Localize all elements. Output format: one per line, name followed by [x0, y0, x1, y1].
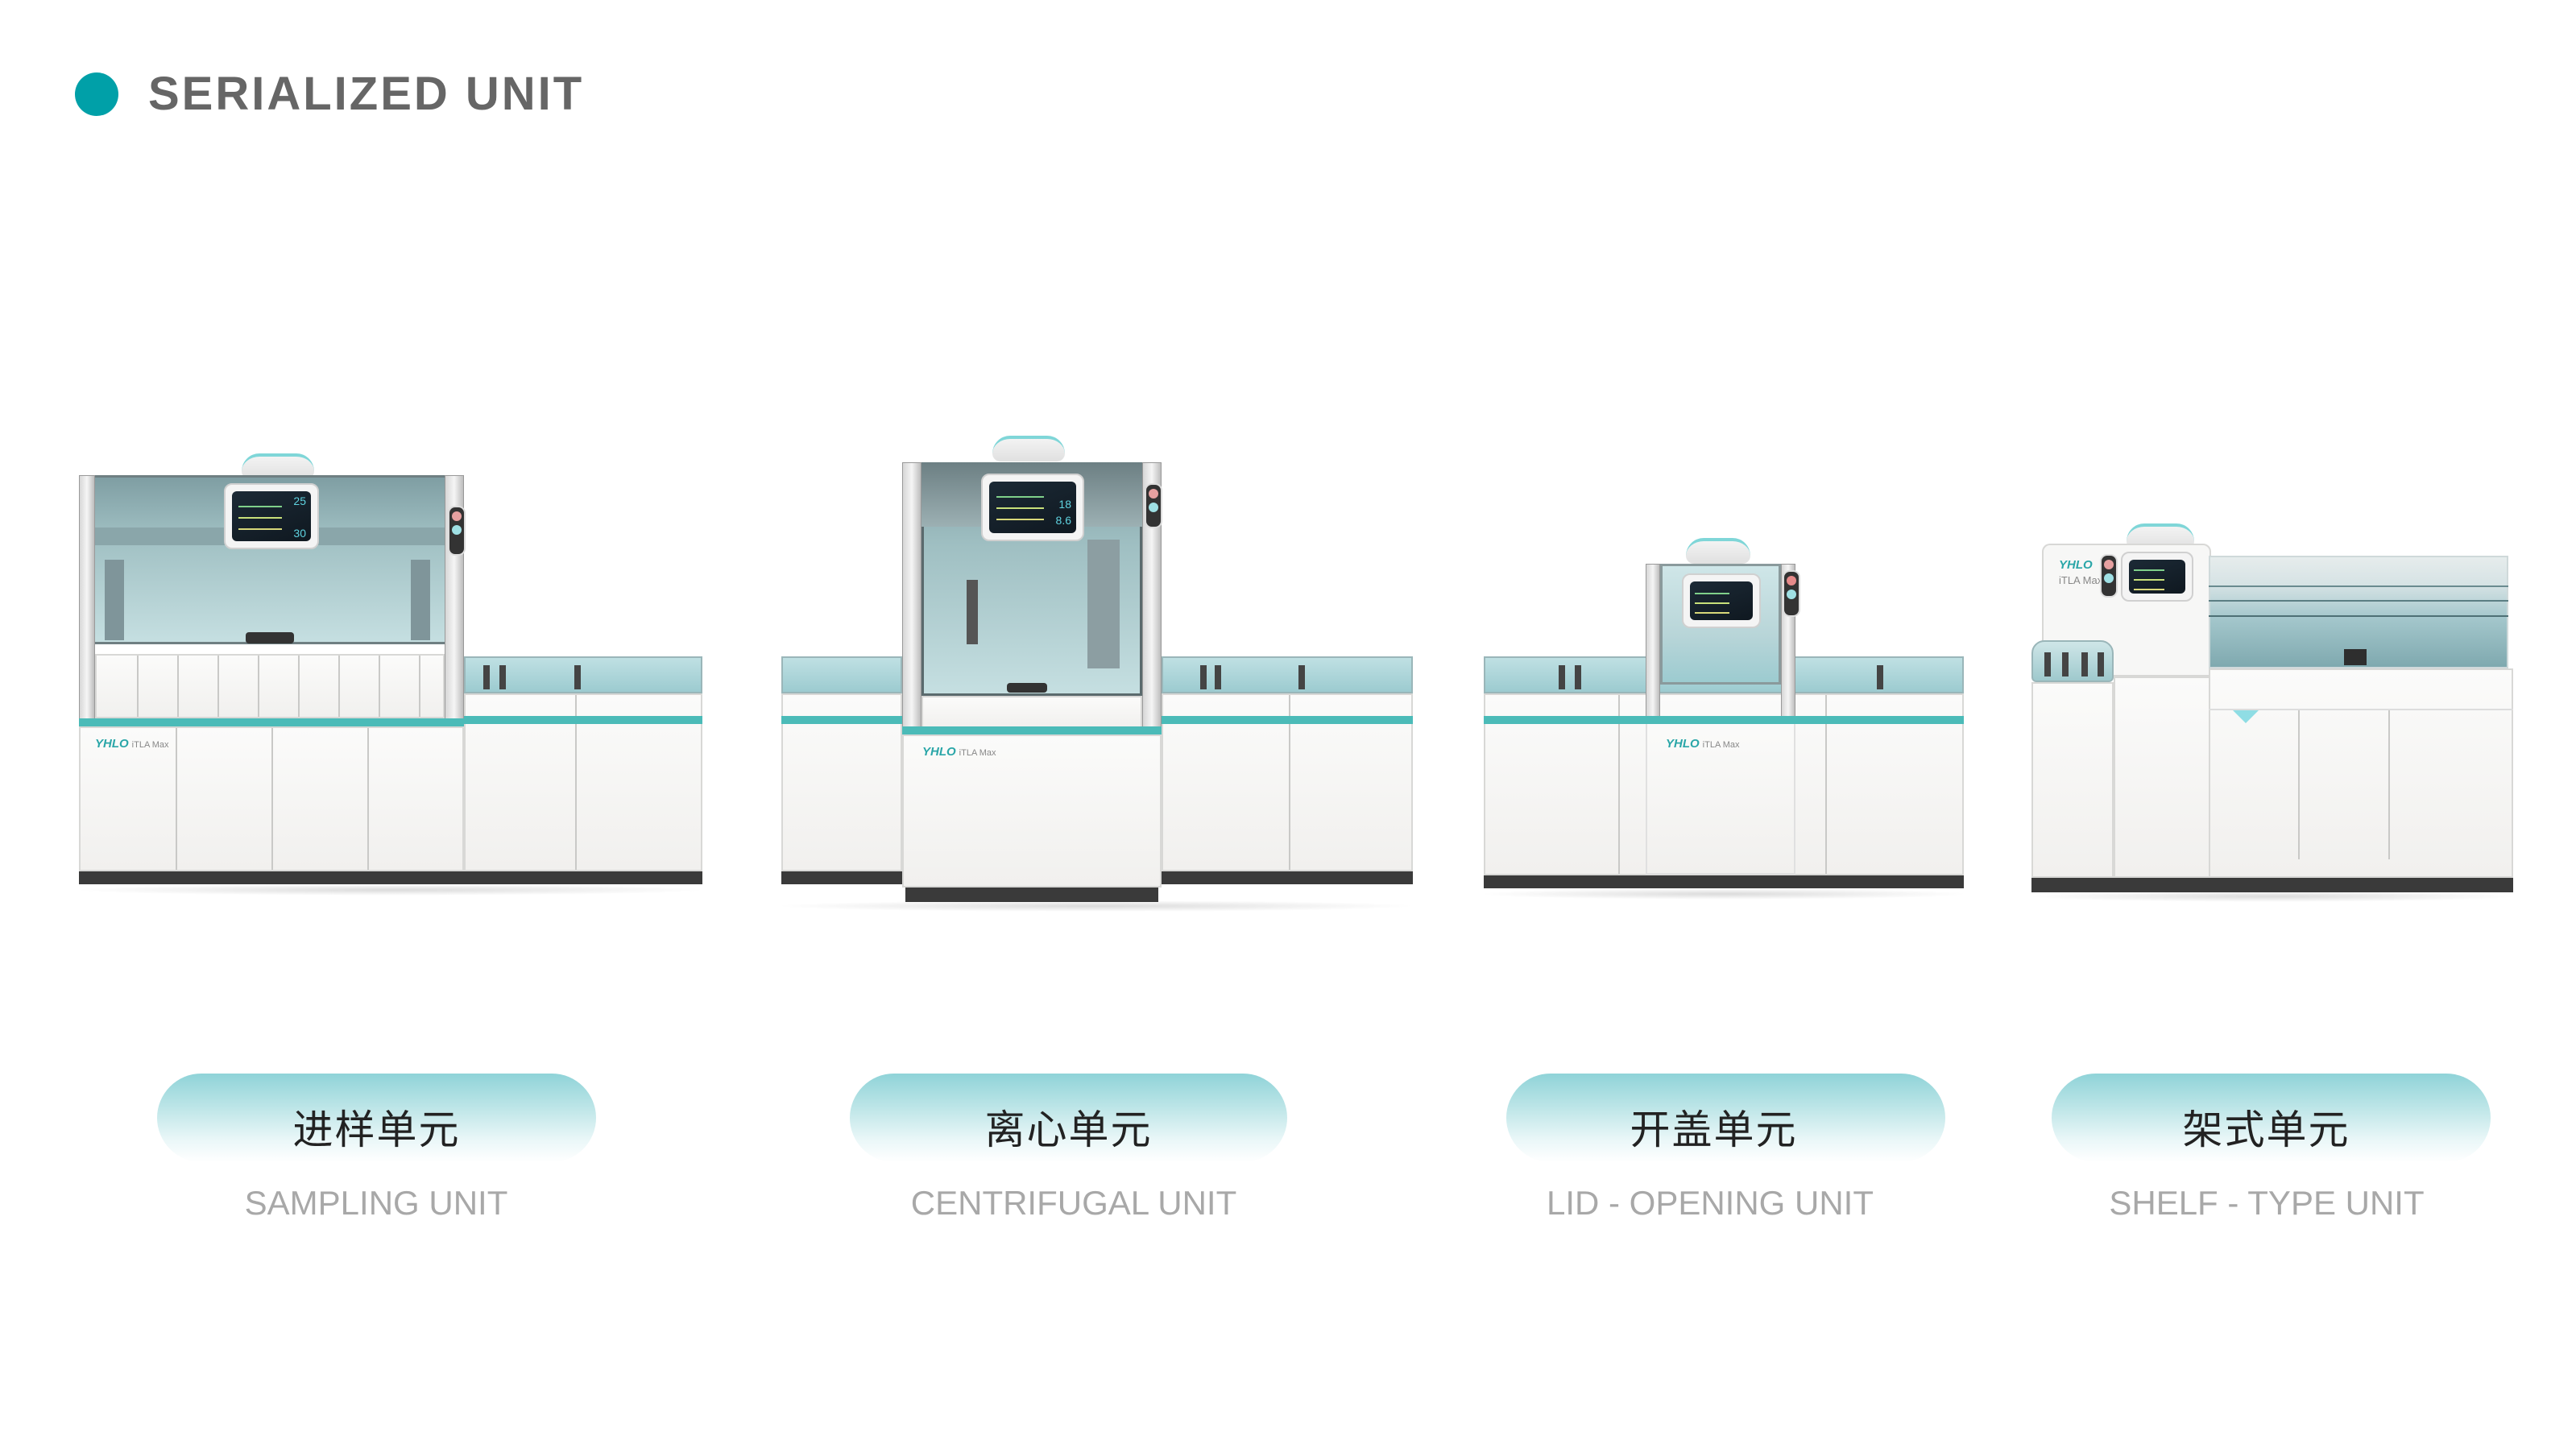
unit-label-lid-opening: 开盖单元 — [1506, 1074, 1945, 1162]
unit-label-sampling: 进样单元 — [157, 1074, 596, 1162]
header-bullet-icon — [75, 72, 118, 116]
start-button[interactable] — [452, 525, 462, 535]
unit-label-sampling-en: SAMPLING UNIT — [244, 1184, 508, 1222]
control-buttons-panel[interactable] — [1145, 483, 1162, 528]
start-button[interactable] — [2104, 573, 2114, 583]
unit-label-shelf-type: 架式单元 — [2052, 1074, 2491, 1162]
touch-screen[interactable] — [2121, 552, 2193, 602]
status-lamp-icon — [992, 436, 1065, 461]
indicator-triangle-icon — [2233, 710, 2259, 723]
start-button[interactable] — [1787, 590, 1796, 599]
stop-button[interactable] — [1149, 489, 1158, 499]
unit-label-centrifugal-en: CENTRIFUGAL UNIT — [910, 1184, 1237, 1222]
start-button[interactable] — [1149, 503, 1158, 512]
stop-button[interactable] — [452, 511, 462, 521]
control-buttons-panel[interactable] — [448, 506, 466, 556]
status-lamp-icon — [1686, 538, 1750, 564]
control-buttons-panel[interactable] — [1783, 570, 1800, 617]
touch-screen[interactable]: 18 8.6 — [981, 474, 1084, 541]
stop-button[interactable] — [1787, 576, 1796, 585]
status-lamp-icon — [242, 453, 314, 479]
control-buttons-panel[interactable] — [2100, 554, 2118, 598]
unit-label-lid-opening-en: LID - OPENING UNIT — [1546, 1184, 1874, 1222]
unit-label-centrifugal: 离心单元 — [850, 1074, 1287, 1162]
touch-screen[interactable]: 25 30 — [224, 483, 319, 549]
unit-label-shelf-type-en: SHELF - TYPE UNIT — [2109, 1184, 2425, 1222]
touch-screen[interactable] — [1682, 573, 1761, 628]
page-title: SERIALIZED UNIT — [148, 68, 585, 120]
stop-button[interactable] — [2104, 560, 2114, 569]
